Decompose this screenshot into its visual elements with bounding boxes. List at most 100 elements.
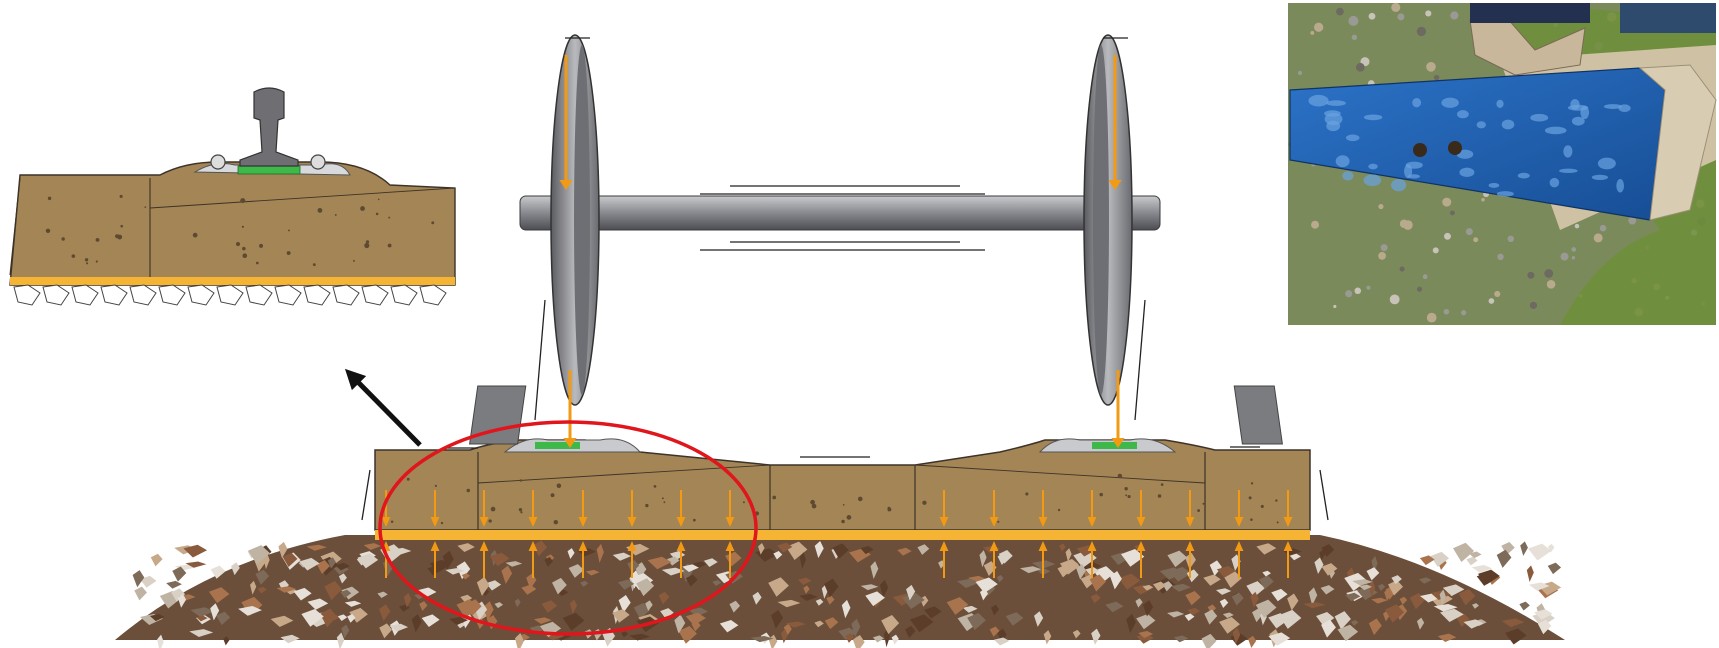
- up-arrow: [627, 541, 637, 578]
- ballast-stone: [270, 615, 294, 628]
- gravel: [1389, 294, 1400, 305]
- spot: [1591, 174, 1609, 180]
- speckle: [255, 261, 259, 265]
- speckle: [810, 499, 815, 505]
- speckle: [144, 206, 147, 208]
- gravel: [1399, 266, 1405, 272]
- ballast-stone: [814, 540, 824, 559]
- ballast-stone: [344, 600, 362, 607]
- ballast-stone: [1184, 613, 1195, 622]
- up-arrow: [725, 541, 735, 578]
- ballast-stone: [1399, 596, 1408, 605]
- ballast-stone: [712, 580, 722, 587]
- speckle: [119, 194, 123, 199]
- ballast-stone: [580, 580, 589, 587]
- down-arrow: [1283, 490, 1293, 527]
- photo-inset: [1288, 2, 1717, 325]
- gravel: [1443, 308, 1450, 315]
- ballast-stone: [881, 615, 900, 635]
- ballast-stone: [688, 607, 709, 617]
- wheel-load-arrow: [559, 55, 573, 190]
- ballast-stone: [785, 621, 806, 628]
- ballast-stone: [1136, 633, 1154, 644]
- ballast-stone: [1034, 611, 1044, 627]
- gravel: [1593, 233, 1603, 243]
- ballast-stone: [485, 580, 502, 591]
- ballast-stone: [356, 556, 369, 566]
- down-arrow: [430, 490, 440, 527]
- speckle: [387, 243, 392, 248]
- ballast-stone: [416, 587, 437, 598]
- speckle: [334, 213, 337, 216]
- ballast-stone: [838, 627, 857, 640]
- spot: [1563, 145, 1573, 158]
- ballast-stone: [1437, 633, 1457, 643]
- ballast-stone: [1209, 560, 1222, 576]
- ballast-stone: [1258, 575, 1274, 590]
- ballast-stone: [783, 623, 792, 637]
- speckle: [375, 212, 379, 216]
- speckle: [519, 479, 523, 482]
- spot: [1488, 182, 1500, 188]
- ballast-stone: [777, 599, 801, 608]
- ballast-stone: [1136, 613, 1156, 630]
- gravel: [1311, 220, 1320, 229]
- ballast-stone: [860, 584, 879, 591]
- spot: [1412, 97, 1422, 108]
- clip-right-icon: [310, 154, 326, 170]
- speckle: [553, 519, 559, 525]
- ballast-stone: [596, 543, 604, 563]
- ballast-stone: [419, 601, 428, 612]
- ballast-stone: [1231, 592, 1244, 606]
- spot: [1559, 168, 1578, 174]
- ballast-stone: [1433, 603, 1458, 612]
- ballast-stone: [1537, 619, 1552, 635]
- ballast-stone: [1262, 570, 1271, 577]
- gravel: [1345, 290, 1353, 298]
- ballast-stone: [1334, 611, 1351, 630]
- ballast-stone: [1059, 543, 1066, 552]
- ballast-stone: [645, 600, 653, 611]
- ballast-stone: [1118, 573, 1141, 590]
- ballast-stone: [1232, 627, 1241, 645]
- ballast-stone: [906, 584, 916, 601]
- gravel: [1494, 290, 1501, 298]
- speckle: [440, 521, 444, 525]
- speckle: [645, 503, 649, 508]
- speckle: [692, 518, 696, 522]
- ballast-stone: [1073, 550, 1097, 568]
- ballast-stone: [533, 540, 548, 557]
- ballast-stone: [924, 606, 942, 619]
- ballast-stone: [157, 634, 164, 648]
- ballast-stone: [633, 602, 651, 620]
- ballast-stone: [1442, 584, 1465, 597]
- ballast-stone: [1352, 579, 1373, 586]
- spot: [1308, 94, 1329, 107]
- photo-spots: [1308, 94, 1631, 197]
- ballast-stone: [1471, 564, 1493, 573]
- down-arrow: [1038, 490, 1048, 527]
- ballast-stone: [1248, 635, 1257, 648]
- ballast-stone: [967, 612, 986, 631]
- ballast-stone: [139, 575, 157, 588]
- ballast-stone: [299, 557, 320, 571]
- ballast-stone: [486, 615, 498, 630]
- ballast-stone: [621, 631, 629, 638]
- gravel: [1378, 252, 1386, 260]
- gravel: [1444, 232, 1451, 240]
- ballast-stone: [1019, 566, 1042, 574]
- spot: [1326, 100, 1346, 106]
- ballast-stone: [316, 560, 330, 575]
- ballast-stone: [568, 564, 585, 578]
- ballast-stone: [682, 564, 699, 572]
- spot: [1517, 172, 1530, 179]
- gravel: [1333, 304, 1337, 309]
- ballast-stone: [1456, 613, 1470, 627]
- ballast-stone: [1418, 577, 1432, 584]
- ballast-stone: [449, 616, 468, 626]
- spot: [1549, 177, 1560, 188]
- force-arrows: [381, 55, 1293, 578]
- speckle: [365, 240, 370, 244]
- speckle: [663, 501, 666, 504]
- ballast-stone: [826, 595, 835, 605]
